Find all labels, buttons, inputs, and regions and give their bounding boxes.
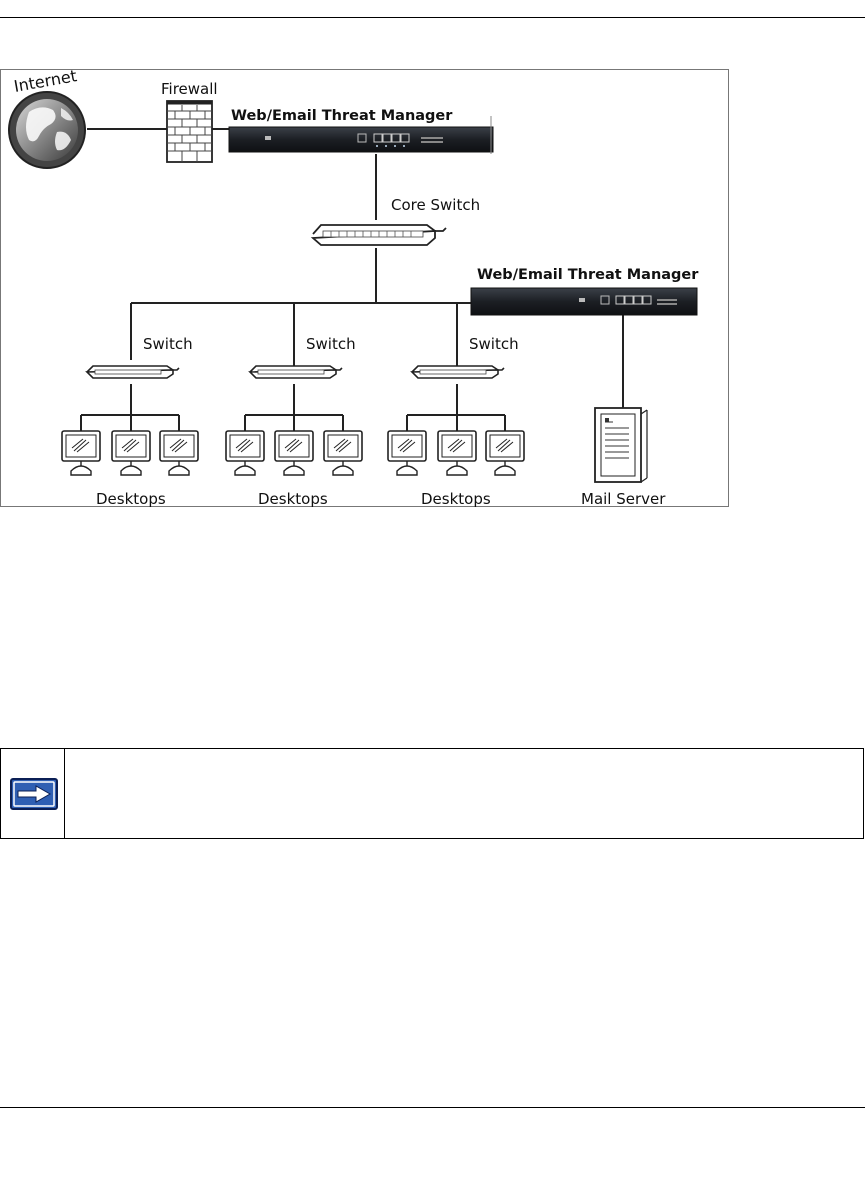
desktop-computer-icon: [485, 430, 525, 476]
switch-icon: [249, 365, 343, 379]
desktop-computer-icon: [225, 430, 265, 476]
desktop-computer-icon: [274, 430, 314, 476]
desktop-computer-icon: [437, 430, 477, 476]
core-switch-label: Core Switch: [391, 196, 480, 214]
desktop-computer-icon: [323, 430, 363, 476]
threat-manager-top-appliance-icon: [228, 116, 494, 154]
threat-manager-right-appliance-icon: [470, 287, 698, 316]
internet-globe-icon: [8, 91, 86, 169]
switch-label: Switch: [143, 335, 193, 353]
desktop-computer-icon: [111, 430, 151, 476]
firewall-icon: [166, 100, 213, 163]
connection-lines: [80, 128, 624, 431]
desktops-label: Desktops: [96, 490, 166, 508]
switch-label: Switch: [306, 335, 356, 353]
desktops-label: Desktops: [258, 490, 328, 508]
switch-icon: [411, 365, 505, 379]
desktop-computer-icon: [159, 430, 199, 476]
header-rule: [0, 17, 865, 18]
core-switch-icon: [310, 224, 447, 246]
mail-server-icon: [594, 407, 648, 483]
network-diagram: Internet Firewall Web/Ema: [0, 69, 729, 508]
note-box: [0, 748, 864, 839]
mail-server-label: Mail Server: [581, 490, 666, 508]
switch-icon: [86, 365, 180, 379]
desktop-computer-icon: [387, 430, 427, 476]
desktop-computer-icon: [61, 430, 101, 476]
desktops-label: Desktops: [421, 490, 491, 508]
footer-rule: [0, 1107, 865, 1108]
right-arrow-icon: [10, 778, 58, 810]
threat-manager-right-label: Web/Email Threat Manager: [477, 267, 699, 283]
firewall-label: Firewall: [161, 80, 218, 98]
threat-manager-top-label: Web/Email Threat Manager: [231, 108, 453, 124]
switch-label: Switch: [469, 335, 519, 353]
note-divider: [64, 749, 65, 838]
